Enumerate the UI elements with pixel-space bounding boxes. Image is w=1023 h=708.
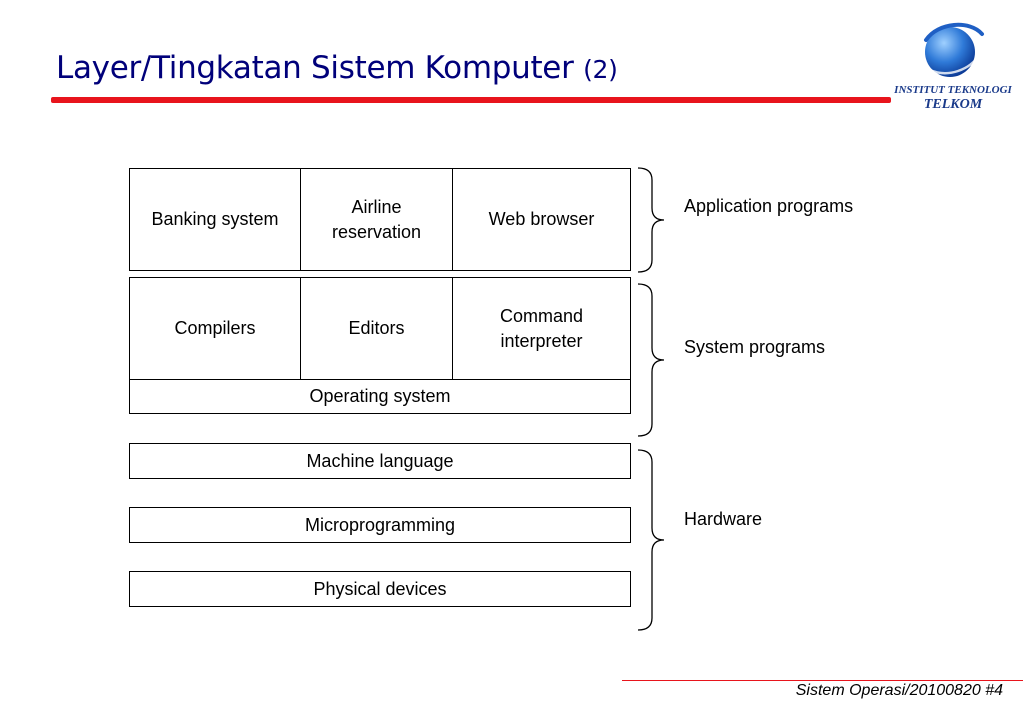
slide-title: Layer/Tingkatan Sistem Komputer (2) (56, 50, 618, 86)
command-interpreter-cell: Command interpreter (452, 278, 630, 379)
microprogramming-box: Microprogramming (129, 507, 631, 543)
logo-text-telkom: TELKOM (923, 97, 983, 112)
title-underline (51, 97, 891, 103)
logo-text-institut: INSTITUT TEKNOLOGI (894, 84, 1012, 96)
web-browser-cell: Web browser (452, 169, 630, 270)
footer-rule (622, 680, 1023, 681)
system-programs-row: Compilers Editors Command interpreter (129, 277, 631, 380)
editors-cell: Editors (300, 278, 452, 379)
operating-system-box: Operating system (129, 379, 631, 414)
physical-devices-box: Physical devices (129, 571, 631, 607)
compilers-cell: Compilers (174, 318, 256, 338)
airline-reservation-cell: Airline reservation (300, 169, 452, 270)
machine-language-box: Machine language (129, 443, 631, 479)
application-programs-label: Application programs (684, 196, 854, 216)
banking-system-cell: Banking system (151, 209, 279, 229)
application-row: Banking system Airline reservation Web b… (129, 168, 631, 271)
system-programs-brace (637, 283, 665, 437)
hardware-label: Hardware (684, 509, 763, 529)
globe-icon (924, 22, 984, 77)
application-brace (637, 167, 665, 273)
slide-title-text: Layer/Tingkatan Sistem Komputer (56, 50, 574, 86)
slide-footer: Sistem Operasi/20100820 #4 (795, 682, 1003, 699)
system-programs-label: System programs (684, 337, 826, 357)
institution-logo: INSTITUT TEKNOLOGI TELKOM (892, 18, 1018, 118)
slide-title-suffix: (2) (583, 55, 618, 84)
hardware-brace (637, 449, 665, 631)
